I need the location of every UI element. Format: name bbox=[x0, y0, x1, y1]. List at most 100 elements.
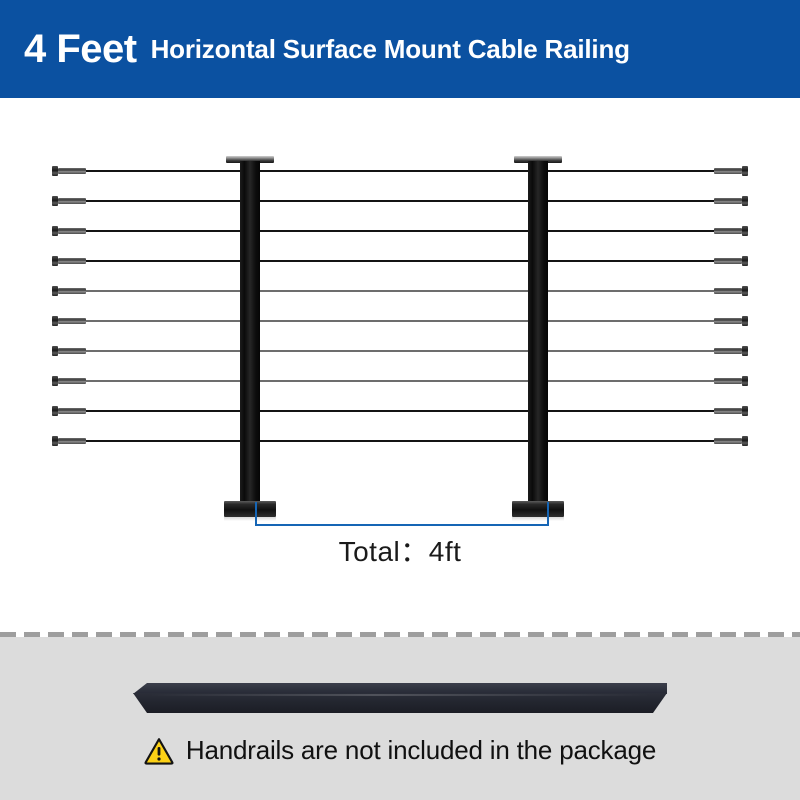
handrail-highlight bbox=[149, 694, 651, 696]
fitting-cap bbox=[52, 196, 58, 206]
fitting-body bbox=[714, 408, 742, 414]
fitting-cap bbox=[742, 436, 748, 446]
header-banner: 4 Feet Horizontal Surface Mount Cable Ra… bbox=[0, 0, 800, 98]
fitting-body bbox=[714, 438, 742, 444]
cable-line bbox=[62, 440, 738, 442]
cable-line bbox=[62, 260, 738, 262]
cable-end-fitting-left bbox=[52, 256, 88, 266]
cable-row bbox=[0, 195, 800, 207]
handrail-top-face bbox=[133, 683, 667, 694]
fitting-cap bbox=[52, 256, 58, 266]
fitting-body bbox=[714, 318, 742, 324]
cable-row bbox=[0, 435, 800, 447]
measurement-label: Total：4ft bbox=[338, 536, 462, 567]
fitting-body bbox=[714, 288, 742, 294]
fitting-cap bbox=[742, 226, 748, 236]
cable-end-fitting-right bbox=[712, 226, 748, 236]
cable-end-fitting-right bbox=[712, 196, 748, 206]
cable-row bbox=[0, 345, 800, 357]
handrail-section bbox=[0, 637, 800, 800]
fitting-cap bbox=[52, 166, 58, 176]
cable-line bbox=[62, 380, 738, 382]
fitting-body bbox=[58, 288, 86, 294]
cable-line bbox=[62, 320, 738, 322]
handrail-bar bbox=[133, 683, 667, 713]
cable-end-fitting-right bbox=[712, 256, 748, 266]
cable-end-fitting-left bbox=[52, 376, 88, 386]
cable-end-fitting-left bbox=[52, 406, 88, 416]
post-top-cap bbox=[226, 156, 274, 163]
fitting-body bbox=[58, 438, 86, 444]
cable-row bbox=[0, 165, 800, 177]
cable-end-fitting-right bbox=[712, 436, 748, 446]
fitting-cap bbox=[52, 346, 58, 356]
fitting-body bbox=[58, 228, 86, 234]
fitting-cap bbox=[52, 436, 58, 446]
fitting-body bbox=[58, 168, 86, 174]
cable-end-fitting-right bbox=[712, 316, 748, 326]
fitting-body bbox=[714, 348, 742, 354]
cable-end-fitting-right bbox=[712, 376, 748, 386]
fitting-cap bbox=[52, 376, 58, 386]
header-title-main: 4 Feet bbox=[24, 27, 137, 71]
fitting-cap bbox=[742, 166, 748, 176]
warning-notice: Handrails are not included in the packag… bbox=[0, 735, 800, 766]
fitting-body bbox=[58, 348, 86, 354]
fitting-body bbox=[58, 408, 86, 414]
fitting-cap bbox=[52, 286, 58, 296]
cable-row bbox=[0, 375, 800, 387]
cable-row bbox=[0, 225, 800, 237]
fitting-body bbox=[58, 198, 86, 204]
fitting-cap bbox=[742, 256, 748, 266]
fitting-body bbox=[714, 228, 742, 234]
cable-end-fitting-left bbox=[52, 226, 88, 236]
cable-end-fitting-right bbox=[712, 406, 748, 416]
fitting-cap bbox=[742, 196, 748, 206]
cable-line bbox=[62, 290, 738, 292]
cable-row bbox=[0, 405, 800, 417]
right-post bbox=[528, 161, 548, 501]
railing-diagram: Total：4ft bbox=[0, 98, 800, 635]
fitting-body bbox=[58, 378, 86, 384]
cable-end-fitting-right bbox=[712, 286, 748, 296]
fitting-cap bbox=[52, 316, 58, 326]
cable-end-fitting-left bbox=[52, 166, 88, 176]
cable-line bbox=[62, 350, 738, 352]
fitting-body bbox=[714, 378, 742, 384]
cable-line bbox=[62, 410, 738, 412]
cable-row bbox=[0, 315, 800, 327]
cable-end-fitting-right bbox=[712, 166, 748, 176]
cable-end-fitting-left bbox=[52, 436, 88, 446]
post-base-plate bbox=[512, 501, 564, 517]
left-post bbox=[240, 161, 260, 501]
post-base-shadow bbox=[224, 517, 276, 521]
cable-line bbox=[62, 230, 738, 232]
fitting-body bbox=[58, 258, 86, 264]
cable-end-fitting-right bbox=[712, 346, 748, 356]
cable-row bbox=[0, 285, 800, 297]
fitting-cap bbox=[742, 376, 748, 386]
fitting-body bbox=[714, 198, 742, 204]
measurement-bracket bbox=[255, 502, 549, 526]
fitting-body bbox=[714, 258, 742, 264]
handrail-front-face bbox=[133, 693, 667, 713]
fitting-body bbox=[714, 168, 742, 174]
warning-text: Handrails are not included in the packag… bbox=[185, 735, 657, 765]
section-divider bbox=[0, 632, 800, 637]
fitting-cap bbox=[742, 316, 748, 326]
fitting-body bbox=[58, 318, 86, 324]
post-base-plate bbox=[224, 501, 276, 517]
cable-line bbox=[62, 170, 738, 172]
fitting-cap bbox=[52, 406, 58, 416]
cable-end-fitting-left bbox=[52, 286, 88, 296]
cable-end-fitting-left bbox=[52, 196, 88, 206]
warning-triangle-icon bbox=[144, 737, 174, 765]
post-top-cap bbox=[514, 156, 562, 163]
fitting-cap bbox=[742, 286, 748, 296]
cable-end-fitting-left bbox=[52, 346, 88, 356]
fitting-cap bbox=[742, 406, 748, 416]
cable-end-fitting-left bbox=[52, 316, 88, 326]
fitting-cap bbox=[742, 346, 748, 356]
post-base-shadow bbox=[512, 517, 564, 521]
